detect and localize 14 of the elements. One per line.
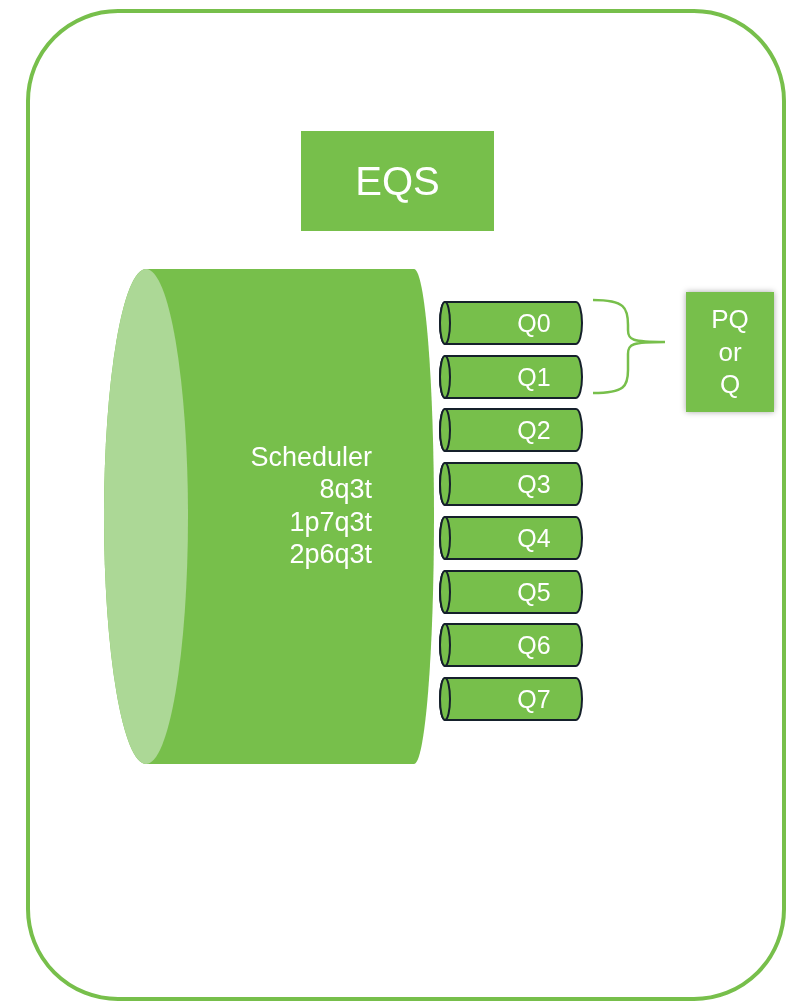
queue-label: Q2: [516, 415, 552, 446]
title-label: EQS: [354, 158, 441, 205]
title-box: [301, 131, 494, 231]
queue-label: Q5: [516, 576, 552, 607]
queue-label: Q7: [516, 683, 552, 714]
queue-label: Q0: [516, 308, 552, 338]
container-frame: [26, 9, 786, 1001]
queue-label: Q4: [516, 522, 552, 553]
box-label: PQ or Q: [711, 303, 749, 401]
scheduler-label: Scheduler 8q3t 1p7q3t 2p6q3t: [250, 441, 372, 571]
queue-type-box: [686, 292, 774, 412]
queue-label: Q3: [516, 469, 552, 500]
queue-label: Q1: [516, 361, 552, 392]
queue-label: Q6: [516, 630, 552, 661]
